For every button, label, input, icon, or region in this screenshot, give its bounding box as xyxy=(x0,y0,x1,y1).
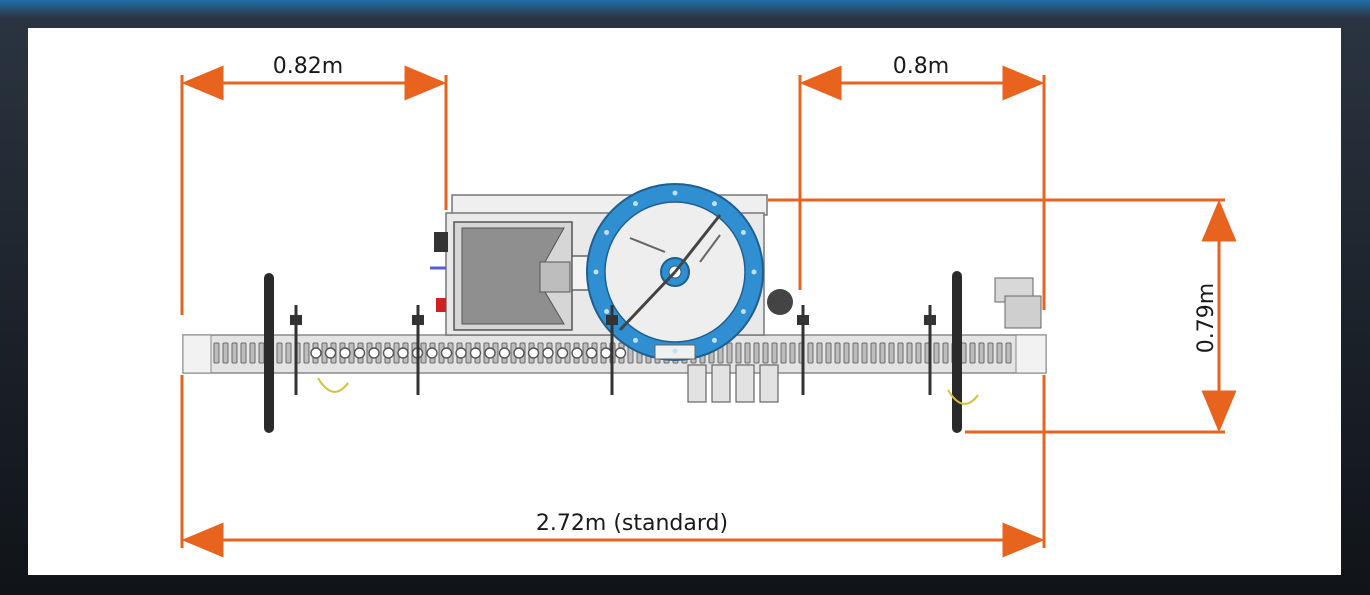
roller-holes xyxy=(310,347,627,359)
dim-label-left-width: 0.82m xyxy=(273,54,343,79)
dim-label-height: 0.79m xyxy=(1194,283,1219,353)
dim-label-total-length: 2.72m (standard) xyxy=(536,511,728,536)
bottom-cylinders xyxy=(687,364,779,403)
pump xyxy=(767,289,793,315)
dim-label-right-width: 0.8m xyxy=(893,54,949,79)
machine-illustration xyxy=(182,183,1047,433)
support-legs xyxy=(264,271,962,433)
dimension-lines xyxy=(180,65,1237,558)
bolts xyxy=(290,305,936,395)
